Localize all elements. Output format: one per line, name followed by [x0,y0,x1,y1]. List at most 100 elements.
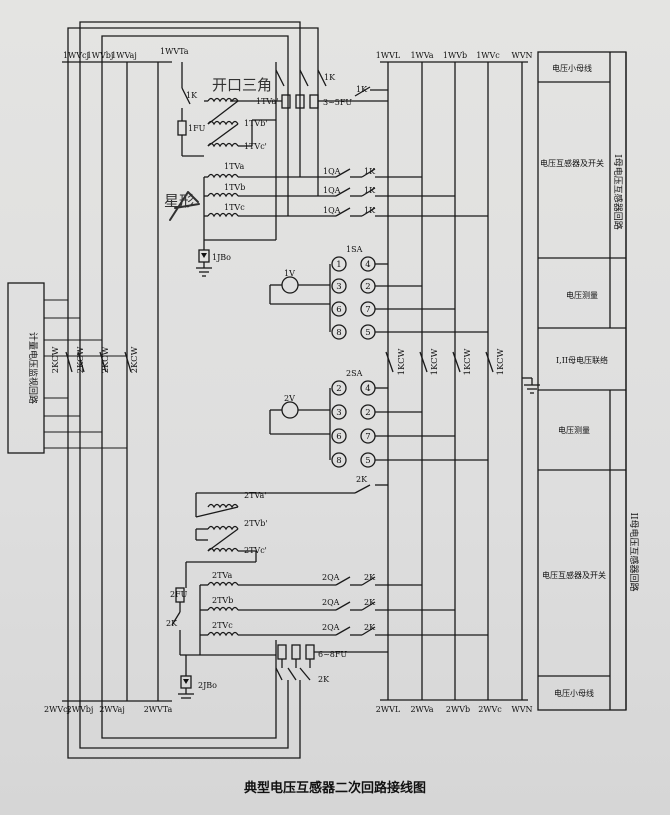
label-1wvaj: 1WVaj [111,51,137,60]
pin-1sa-r4: 5 [365,328,370,338]
label-2kcw-4: 2KCW [130,346,140,373]
pin-2sa-r2: 2 [365,408,370,418]
label-2k-left: 2K [166,619,178,628]
pin-1sa-r3: 7 [365,305,370,315]
section1-open-delta [177,62,276,157]
label-2k-b: 2K [364,598,376,607]
label-2k-c: 2K [364,623,376,632]
label-2qa-a: 2QA [322,573,340,582]
label-2wvta: 2WVTa [144,705,173,714]
label-1kcw-3: 1KCW [463,348,473,375]
group-1-label: I母电压互感器回路 [612,154,624,230]
label-2sa: 2SA [346,369,363,378]
label-1tva-prime: 1TVa' [256,97,278,106]
label-2wvb: 2WVb [446,705,470,714]
switch-2sa [269,380,488,468]
row-bus-top: 电压小母线 [552,63,592,73]
label-2qa-b: 2QA [322,598,340,607]
monitor-stubs [44,299,127,449]
section2-fuses [275,640,388,681]
pin-2sa-l4: 8 [336,456,341,466]
label-1wvb: 1WVb [443,51,467,60]
left-bus-lines [62,61,172,702]
pin-2sa-l3: 6 [336,432,341,442]
label-1k-left: 1K [186,91,198,100]
label-1tvb-prime: 1TVb' [244,119,268,128]
label-2wvcj: 2WVcj [44,705,70,714]
sa-labels: 1SA 1V 1 3 6 8 4 2 7 5 2SA 2V 2 3 6 8 4 … [284,245,371,466]
pin-1sa-r1: 4 [365,260,370,270]
label-2kcw-1: 2KCW [51,346,61,373]
label-1wvta: 1WVTa [160,47,189,56]
label-2tva: 2TVa [212,571,232,580]
label-1kcw-4: 1KCW [496,348,506,375]
label-2tva-prime: 2TVa' [244,491,266,500]
handwriting [169,191,200,221]
pin-1sa-l1: 1 [336,260,341,270]
section1-star [196,84,488,277]
label-2tvc-prime: 2TVc' [244,546,267,555]
label-1k-b: 1K [364,186,376,195]
row-bus-bottom: 电压小母线 [554,688,594,698]
label-1tvb: 1TVb [224,183,245,192]
label-1qa-b: 1QA [323,186,341,195]
diagram-caption: 典型电压互感器二次回路接线图 [244,780,426,796]
handwritten-top: 开口三角 [212,76,272,94]
label-wvn-top: WVN [512,51,533,60]
wvn-earth [522,377,540,394]
label-1k-c: 1K [364,206,376,215]
label-1wvcj: 1WVcj [63,51,89,60]
label-2qa-c: 2QA [322,623,340,632]
row-measure-top: 电压测量 [566,290,598,300]
label-2fu: 2FU [170,590,188,599]
row-pt-bottom: 电压互感器及开关 [542,570,606,580]
pin-1sa-r2: 2 [365,282,370,292]
handwritten-bottom: 星形 [164,192,194,210]
label-2tvb: 2TVb [212,596,233,605]
label-2wvbj: 2WVbj [67,705,94,714]
label-1v: 1V [284,269,295,278]
label-2kcw-3: 2KCW [101,346,111,373]
section2-labels: 2K 2TVa' 2TVb' 2TVc' 2TVa 2TVb 2TVc 2QA … [166,475,376,690]
right-table [537,51,627,711]
group-2-label: II母电压互感器回路 [628,512,640,591]
label-1wvbj: 1WVbj [87,51,114,60]
label-2k-bottom: 2K [318,675,330,684]
label-1fu: 1FU [188,124,206,133]
label-1wva: 1WVa [410,51,433,60]
label-2jbo: 2JBo [198,681,217,690]
section1-main-switch [230,62,388,120]
label-1k-top: 1K [324,73,336,82]
kcw-labels: 2KCW 2KCW 2KCW 2KCW 1KCW 1KCW 1KCW 1KCW [51,346,506,375]
pin-2sa-r3: 7 [365,432,370,442]
label-1tvc: 1TVc [224,203,245,212]
label-1wvc: 1WVc [476,51,500,60]
row-measure-bottom: 电压测量 [558,425,590,435]
label-2v: 2V [284,394,295,403]
label-1k-a: 1K [364,167,376,176]
monitor-box-title: 计量电压监视回路 [27,332,39,404]
label-2wvaj: 2WVaj [99,705,125,714]
label-2wvc: 2WVc [478,705,502,714]
label-1k-right: 1K [356,85,368,94]
pin-1sa-l2: 3 [336,282,341,292]
row-link: I,II母电压联络 [556,355,608,365]
label-1qa-c: 1QA [323,206,341,215]
bus2-labels: 2WVcj 2WVbj 2WVaj 2WVTa 2WVL 2WVa 2WVb 2… [44,705,533,714]
label-2k-a: 2K [364,573,376,582]
pin-1sa-l3: 6 [336,305,341,315]
row-pt-top: 电压互感器及开关 [540,158,604,168]
switch-1sa [269,256,488,340]
label-2tvb-prime: 2TVb' [244,519,268,528]
label-1tva: 1TVa [224,162,244,171]
pin-2sa-r4: 5 [365,456,370,466]
label-1qa-a: 1QA [323,167,341,176]
label-1kcw-2: 1KCW [430,348,440,375]
label-1sa: 1SA [346,245,363,254]
outer-loop-wires [67,21,319,759]
label-wvn-bottom: WVN [512,705,533,714]
pin-2sa-r1: 4 [365,384,370,394]
kcw-left-contacts [65,351,132,373]
